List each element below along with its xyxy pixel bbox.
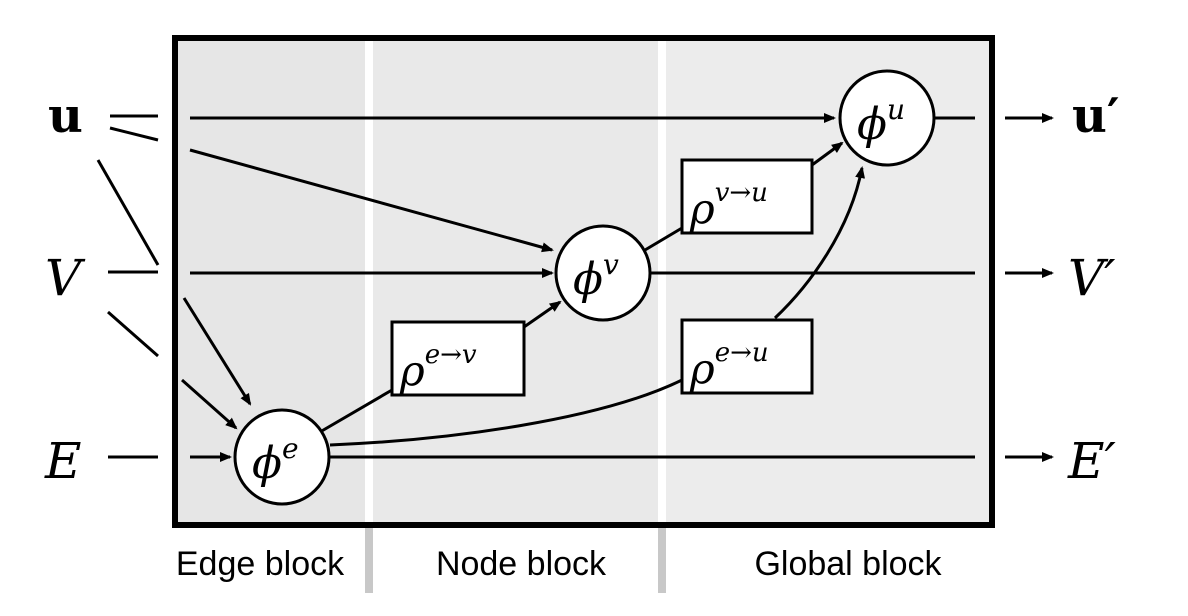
output-e-label: E′ <box>1067 432 1117 490</box>
divider-below-node-global <box>658 525 666 593</box>
rho-vu-to-phi-u-arrow <box>811 141 844 167</box>
input-e-label: E <box>44 432 82 490</box>
divider-below-edge-node <box>365 525 373 593</box>
rho-v-to-u-label: ρv→u <box>689 178 768 233</box>
rho-eu-to-phi-u-curve <box>773 166 866 320</box>
v-stub-2 <box>107 310 159 358</box>
rho-e-to-v-label: ρe→v <box>399 340 477 395</box>
u-stub-2 <box>109 126 159 142</box>
rho-e-to-u-label: ρe→u <box>689 338 769 393</box>
rho-ev-to-phi-v-arrow <box>523 300 562 329</box>
phi-v-label: ϕv <box>573 248 619 305</box>
input-u-label: u <box>48 88 83 144</box>
output-arrows <box>1005 113 1054 462</box>
global-block-region <box>666 38 992 525</box>
phi-v-node <box>554 224 652 322</box>
phi-u-node <box>838 69 936 167</box>
u-to-phi-e-arrow <box>182 297 252 406</box>
node-block-label: Node block <box>436 545 607 583</box>
u-stub-3 <box>96 159 160 266</box>
phi-e-to-rho-eu-curve <box>329 378 683 447</box>
v-to-phi-e-arrow <box>181 378 238 430</box>
edge-block-label: Edge block <box>176 545 345 583</box>
phi-e-to-rho-ev-line <box>319 388 393 434</box>
u-to-phi-v-arrow <box>189 148 554 253</box>
phi-v-to-rho-vu-line <box>644 226 683 252</box>
phi-u-label: ϕu <box>857 93 905 150</box>
input-stubs <box>96 114 160 459</box>
rho-e-to-u-box <box>680 318 814 395</box>
phi-e-node <box>233 408 331 506</box>
rho-e-to-v-box <box>390 320 526 397</box>
phi-e-label: ϕe <box>252 432 299 489</box>
divider-edge-node <box>365 38 373 525</box>
input-v-label: V <box>45 249 86 307</box>
divider-node-global <box>658 38 666 525</box>
rho-v-to-u-box <box>680 158 814 235</box>
output-u-label: u′ <box>1072 88 1120 144</box>
graph-block-frame <box>172 35 995 528</box>
global-block-label: Global block <box>754 545 942 583</box>
connections <box>181 113 975 462</box>
output-v-label: V′ <box>1068 249 1116 307</box>
